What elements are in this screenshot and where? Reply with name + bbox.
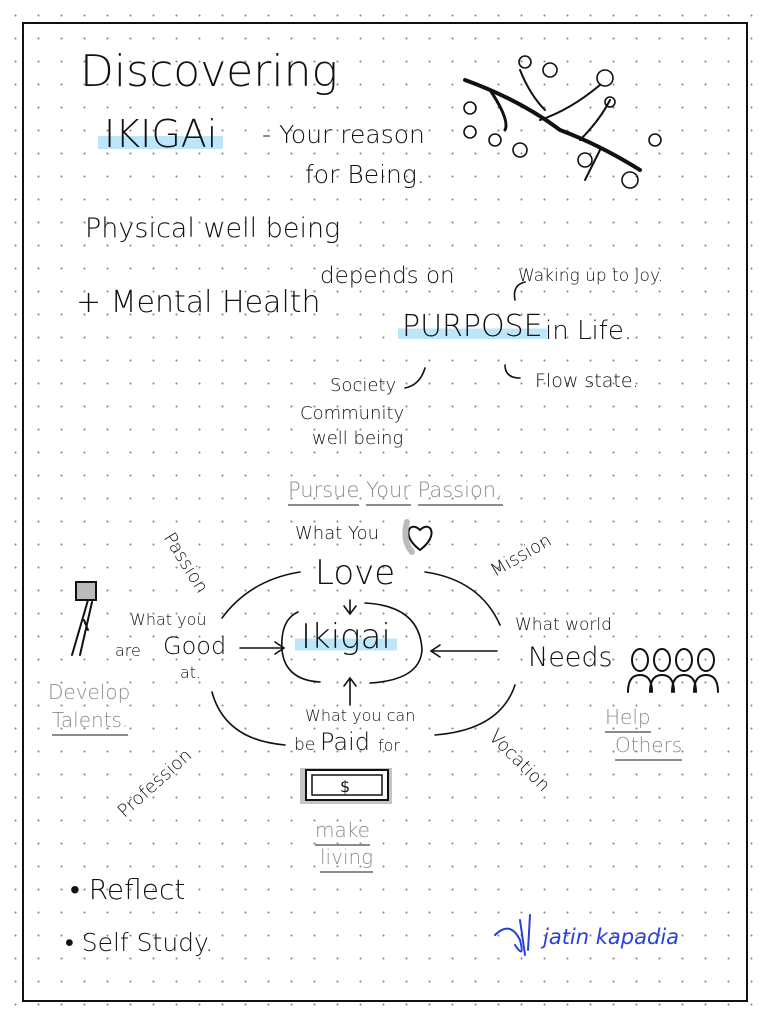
title-ikigai: IKIGAi [98,115,224,153]
well-being: well being [312,428,404,449]
develop: Develop [48,680,131,704]
good-at: at. [180,663,202,682]
paid-be: be [294,735,316,755]
pursue-your-passion: Pursue Your Passion. [288,478,503,506]
flag-icon [71,581,97,656]
community: Community [300,403,405,424]
make: make [315,818,370,846]
society: Society [330,375,397,396]
paid-prefix: What you can [305,706,416,725]
love: Love [315,553,396,593]
others: Others [615,733,683,761]
make-wrap: make [315,818,370,846]
pursue-word: Pursue [288,478,360,506]
title-discovering: Discovering [80,46,338,97]
good-are: are [115,641,141,660]
money-bill-icon: $ [300,768,392,804]
purpose: PURPOSE [398,312,547,342]
mental-health: + Mental Health [76,285,321,320]
world-prefix: What world [515,615,612,635]
signature-mark-icon [494,914,531,956]
bullet-reflect: • Reflect [70,873,186,906]
ikigai-center: Ikigai [295,620,397,654]
heart-icon [407,525,433,552]
paid-for: for [378,736,400,755]
love-prefix: What You [295,523,380,544]
in-life: in Life. [545,316,633,346]
flow-state: Flow state. [535,370,639,392]
others-wrap: Others [615,733,683,761]
people-icon [627,648,719,693]
living: living [320,845,374,873]
cherry-blossom-branch-icon [463,55,662,189]
depends-on: depends on [320,263,455,289]
passion-word: Passion. [417,478,503,506]
good: Good [163,632,227,660]
help: Help [605,705,651,733]
your-word: Your [366,478,411,506]
living-wrap: living [320,845,374,873]
good-prefix: What you [130,610,207,629]
title-reason: - Your reason [262,120,425,149]
talents: Talents. [52,708,129,736]
physical-wellbeing: Physical well being [85,213,341,244]
signature: jatin kapadia [543,925,680,949]
paid: Paid [320,728,371,756]
page-border [22,22,748,1002]
needs: Needs [528,642,613,673]
title-being: for Being. [305,160,425,189]
waking-up: Waking up to Joy. [518,266,663,286]
bullet-self-study: • Self Study. [65,928,214,957]
talents-wrap: Talents. [52,708,129,736]
svg-text:$: $ [340,777,350,796]
help-wrap: Help [605,705,651,733]
